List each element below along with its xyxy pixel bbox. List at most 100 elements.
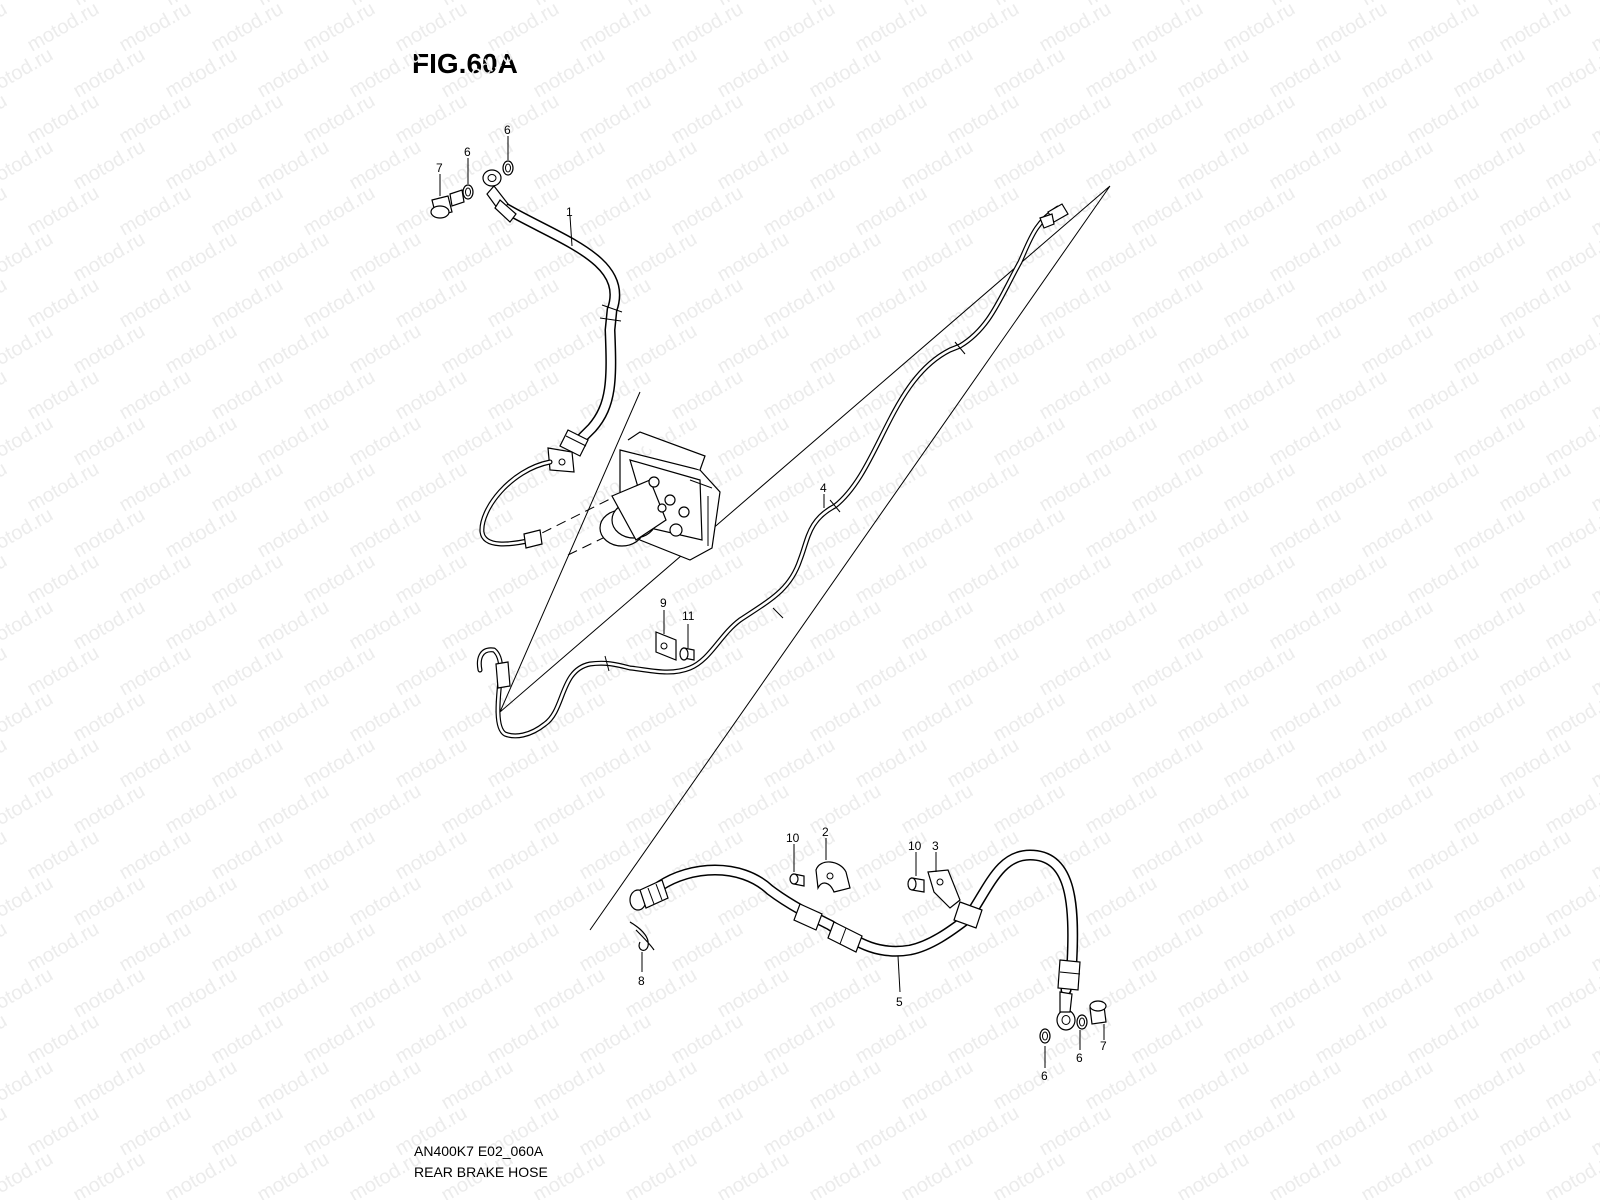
watermark-text: motod.ru: [346, 964, 425, 1023]
watermark-text: motod.ru: [576, 0, 655, 56]
watermark-text: motod.ru: [1542, 688, 1600, 747]
watermark-text: motod.ru: [0, 918, 11, 977]
watermark-text: motod.ru: [162, 596, 241, 655]
watermark-text: motod.ru: [852, 274, 931, 333]
watermark-text: motod.ru: [438, 872, 517, 931]
watermark-text: motod.ru: [1128, 0, 1207, 56]
washer-6-bottom-left: [1039, 1028, 1051, 1044]
watermark-text: motod.ru: [24, 90, 103, 149]
watermark-text: motod.ru: [1128, 550, 1207, 609]
watermark-text: motod.ru: [1450, 964, 1529, 1023]
watermark-text: motod.ru: [70, 320, 149, 379]
watermark-text: motod.ru: [1404, 918, 1483, 977]
watermark-text: motod.ru: [1404, 1010, 1483, 1069]
watermark-text: motod.ru: [1220, 642, 1299, 701]
watermark-text: motod.ru: [1496, 182, 1575, 241]
watermark-text: motod.ru: [530, 320, 609, 379]
watermark-text: motod.ru: [438, 44, 517, 103]
watermark-text: motod.ru: [346, 412, 425, 471]
watermark-text: motod.ru: [438, 688, 517, 747]
watermark-text: motod.ru: [1082, 228, 1161, 287]
watermark-text: motod.ru: [1036, 458, 1115, 517]
watermark-text: motod.ru: [990, 780, 1069, 839]
watermark-text: motod.ru: [1220, 1194, 1299, 1200]
watermark-text: motod.ru: [806, 320, 885, 379]
watermark-text: motod.ru: [1312, 1102, 1391, 1161]
watermark-text: motod.ru: [24, 1194, 103, 1200]
watermark-text: motod.ru: [1542, 596, 1600, 655]
watermark-text: motod.ru: [70, 44, 149, 103]
watermark-text: motod.ru: [162, 412, 241, 471]
watermark-text: motod.ru: [392, 734, 471, 793]
watermark-text: motod.ru: [1496, 90, 1575, 149]
watermark-text: motod.ru: [576, 918, 655, 977]
watermark-text: motod.ru: [1588, 1010, 1600, 1069]
callout-7-top: 7: [436, 161, 443, 175]
watermark-text: motod.ru: [1588, 734, 1600, 793]
watermark-text: motod.ru: [484, 1194, 563, 1200]
watermark-text: motod.ru: [1450, 780, 1529, 839]
watermark-text: motod.ru: [1496, 274, 1575, 333]
watermark-text: motod.ru: [70, 964, 149, 1023]
watermark-text: motod.ru: [1036, 1102, 1115, 1161]
watermark-text: motod.ru: [0, 1056, 57, 1115]
bolt-10-right: [907, 877, 925, 893]
watermark-text: motod.ru: [714, 1148, 793, 1200]
watermark-text: motod.ru: [1542, 136, 1600, 195]
watermark-text: motod.ru: [1450, 412, 1529, 471]
watermark-text: motod.ru: [530, 596, 609, 655]
watermark-text: motod.ru: [70, 136, 149, 195]
watermark-text: motod.ru: [392, 0, 471, 56]
watermark-text: motod.ru: [944, 1194, 1023, 1200]
watermark-text: motod.ru: [1358, 136, 1437, 195]
watermark-text: motod.ru: [1358, 872, 1437, 931]
watermark-text: motod.ru: [1404, 0, 1483, 56]
watermark-text: motod.ru: [208, 734, 287, 793]
watermark-text: motod.ru: [1082, 412, 1161, 471]
watermark-text: motod.ru: [760, 90, 839, 149]
bolt-10-left: [789, 873, 805, 887]
watermark-text: motod.ru: [1542, 964, 1600, 1023]
watermark-text: motod.ru: [0, 872, 57, 931]
watermark-text: motod.ru: [116, 550, 195, 609]
watermark-text: motod.ru: [898, 136, 977, 195]
watermark-text: motod.ru: [1036, 90, 1115, 149]
watermark-text: motod.ru: [346, 228, 425, 287]
watermark-text: motod.ru: [806, 1148, 885, 1200]
washer-6-bottom-right: [1076, 1014, 1088, 1030]
watermark-text: motod.ru: [576, 90, 655, 149]
watermark-text: motod.ru: [484, 550, 563, 609]
watermark-text: motod.ru: [852, 0, 931, 56]
watermark-text: motod.ru: [0, 0, 57, 10]
watermark-text: motod.ru: [1588, 182, 1600, 241]
watermark-text: motod.ru: [668, 550, 747, 609]
watermark-text: motod.ru: [1358, 504, 1437, 563]
watermark-text: motod.ru: [484, 1010, 563, 1069]
watermark-text: motod.ru: [1450, 44, 1529, 103]
watermark-text: motod.ru: [346, 44, 425, 103]
watermark-text: motod.ru: [1542, 228, 1600, 287]
watermark-text: motod.ru: [0, 90, 11, 149]
watermark-text: motod.ru: [208, 458, 287, 517]
watermark-text: motod.ru: [944, 734, 1023, 793]
watermark-text: motod.ru: [990, 1056, 1069, 1115]
callout-10-left: 10: [786, 831, 800, 845]
watermark-text: motod.ru: [1220, 366, 1299, 425]
callout-6-top-left: 6: [464, 145, 471, 159]
watermark-text: motod.ru: [70, 412, 149, 471]
watermark-text: motod.ru: [714, 412, 793, 471]
watermark-text: motod.ru: [24, 826, 103, 885]
watermark-text: motod.ru: [0, 550, 11, 609]
watermark-text: motod.ru: [1496, 458, 1575, 517]
watermark-text: motod.ru: [0, 780, 57, 839]
watermark-text: motod.ru: [852, 1010, 931, 1069]
watermark-text: motod.ru: [1036, 550, 1115, 609]
callout-7-bottom: 7: [1100, 1039, 1107, 1053]
watermark-text: motod.ru: [438, 320, 517, 379]
watermark-text: motod.ru: [70, 504, 149, 563]
callout-6-top-right: 6: [504, 123, 511, 137]
watermark-text: motod.ru: [1266, 688, 1345, 747]
watermark-text: motod.ru: [1312, 826, 1391, 885]
watermark-text: motod.ru: [1450, 228, 1529, 287]
watermark-text: motod.ru: [622, 964, 701, 1023]
